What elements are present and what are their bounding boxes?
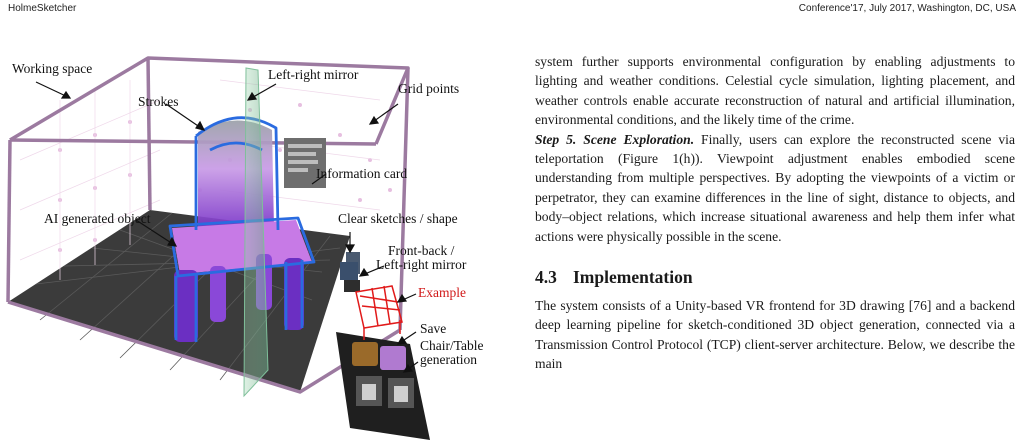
label-clear-sketches: Clear sketches / shape — [338, 211, 458, 226]
paragraph-step5: Step 5. Scene Exploration. Finally, user… — [535, 130, 1015, 246]
label-save: Save — [420, 321, 447, 336]
label-working-space: Working space — [12, 61, 93, 76]
paragraph-environment: system further supports environmental co… — [535, 54, 1015, 128]
vr-scene-illustration — [6, 56, 430, 440]
label-chair-table-line1: Chair/Table — [420, 338, 484, 353]
mirror-plane — [243, 67, 269, 398]
label-information-card: Information card — [316, 166, 408, 181]
section-title: Implementation — [573, 267, 693, 288]
step5-body: Finally, users can explore the reconstru… — [535, 131, 1015, 244]
label-left-right-mirror: Left-right mirror — [268, 67, 359, 82]
running-head-left: HolmeSketcher — [8, 3, 77, 14]
section-heading: 4.3 Implementation — [535, 266, 1015, 288]
label-ai-generated-object: AI generated object — [44, 211, 151, 226]
leader-arrows — [35, 81, 419, 373]
label-strokes: Strokes — [138, 94, 179, 109]
label-example: Example — [418, 285, 466, 300]
vr-scene-figure: Working space Left-right mirror Strokes … — [0, 40, 495, 444]
label-front-back-line1: Front-back / — [388, 243, 455, 258]
label-chair-table-line2: generation — [420, 352, 477, 367]
paragraph-implementation: The system consists of a Unity-based VR … — [535, 298, 1015, 372]
label-grid-points: Grid points — [398, 81, 460, 96]
control-panel — [336, 252, 430, 440]
label-front-back-line2: Left-right mirror — [376, 257, 467, 272]
body-text-column: system further supports environmental co… — [535, 52, 1015, 374]
section-number: 4.3 — [535, 267, 557, 288]
example-wireframe — [355, 285, 403, 340]
step5-title: Step 5. Scene Exploration. — [535, 131, 695, 147]
running-head-right: Conference'17, July 2017, Washington, DC… — [798, 3, 1016, 14]
